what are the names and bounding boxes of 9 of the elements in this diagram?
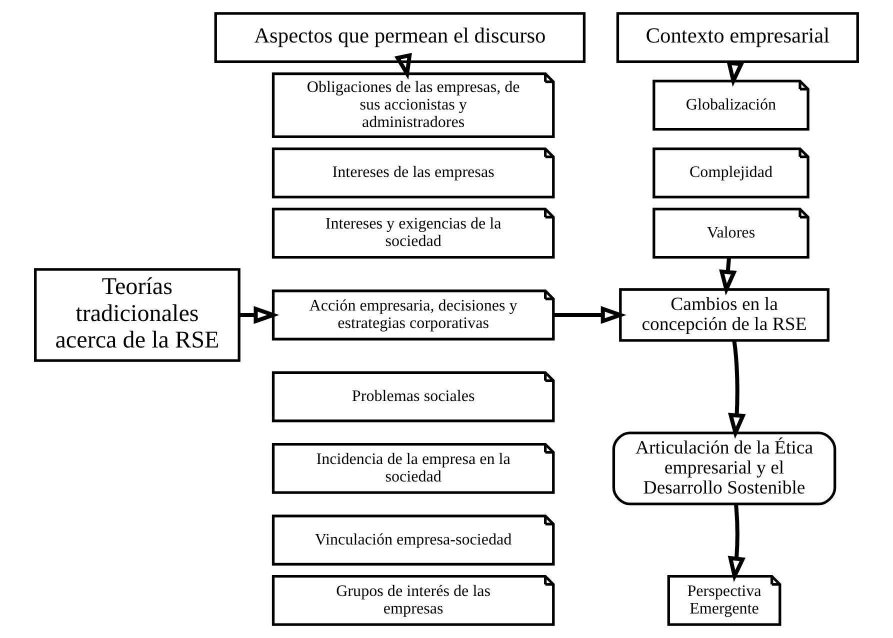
arrow bbox=[394, 52, 412, 80]
arrow bbox=[719, 257, 737, 296]
arrow bbox=[728, 340, 746, 439]
node-box: Cambios en la concepción de la RSE bbox=[619, 288, 830, 342]
arrow bbox=[554, 306, 626, 324]
arrow bbox=[239, 306, 280, 324]
node-box: Teorías tradicionales acerca de la RSE bbox=[34, 268, 240, 362]
node-box: Articulación de la Ética empresarial y el Desarrollo Sostenible bbox=[612, 432, 836, 506]
arrow bbox=[728, 504, 746, 582]
